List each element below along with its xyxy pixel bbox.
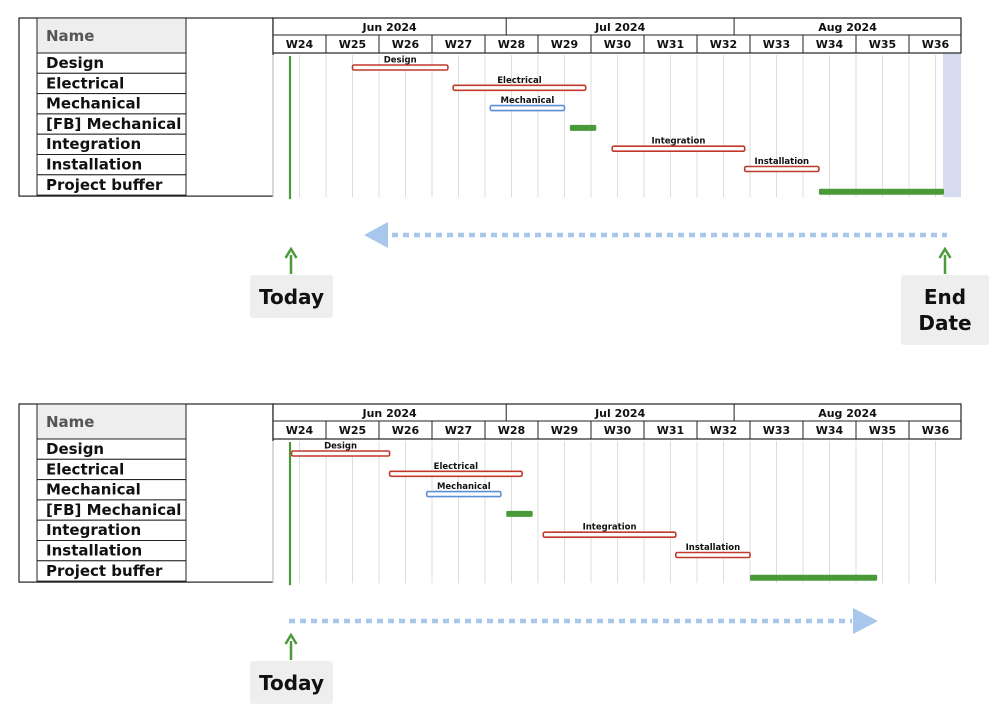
week-label: W27 (445, 424, 472, 437)
week-label: W34 (816, 424, 844, 437)
bar-label-5: Integration (583, 523, 637, 533)
bar-label-3: Mechanical (501, 96, 555, 106)
week-label: W25 (339, 424, 366, 437)
task-name-3: Mechanical (46, 481, 141, 499)
bar-label-5: Integration (651, 137, 705, 147)
task-bar (388, 470, 523, 478)
task-name-2: Electrical (46, 74, 124, 92)
name-column-header: Name (46, 27, 94, 45)
today-callout-box (250, 275, 333, 318)
week-label: W32 (710, 38, 737, 51)
month-label: Jun 2024 (361, 21, 417, 34)
end-date-callout-text: End (924, 285, 966, 309)
task-name-5: Integration (46, 521, 141, 539)
task-name-5: Integration (46, 135, 141, 153)
week-label: W30 (604, 38, 632, 51)
bar-label-1: Design (324, 442, 357, 452)
today-callout-text: Today (259, 671, 324, 695)
week-label: W36 (922, 424, 950, 437)
task-name-7: Project buffer (46, 562, 163, 580)
week-label: W33 (763, 424, 790, 437)
milestone-bar (569, 124, 597, 131)
week-label: W27 (445, 38, 472, 51)
task-name-1: Design (46, 440, 104, 458)
bar-label-2: Electrical (434, 462, 478, 472)
week-label: W31 (657, 424, 684, 437)
today-callout-text: Today (259, 285, 324, 309)
bar-label-2: Electrical (497, 76, 541, 86)
panel2-annotations: Today (250, 608, 878, 704)
end-date-callout-text: Date (918, 311, 971, 335)
task-bar (489, 104, 566, 112)
bar-label-3: Mechanical (437, 482, 491, 492)
buffer-shade (943, 53, 961, 198)
task-bar (611, 145, 746, 152)
task-name-1: Design (46, 54, 104, 72)
week-label: W34 (816, 38, 844, 51)
task-bar (674, 551, 751, 559)
week-label: W24 (286, 38, 314, 51)
task-name-6: Installation (46, 542, 142, 560)
week-label: W28 (498, 424, 525, 437)
arrow-left-icon (364, 222, 388, 248)
arrow-up-icon (938, 246, 952, 259)
week-label: W25 (339, 38, 366, 51)
month-label: Jun 2024 (361, 407, 417, 420)
task-bar (743, 165, 820, 173)
month-label: Jul 2024 (594, 407, 645, 420)
arrow-up-icon (284, 246, 298, 259)
end-date-callout-box (901, 275, 989, 345)
week-label: W24 (286, 424, 314, 437)
month-label: Aug 2024 (818, 407, 877, 420)
arrow-up-icon (284, 632, 298, 645)
month-label: Aug 2024 (818, 21, 877, 34)
name-column-header: Name (46, 413, 94, 431)
milestone-bar (506, 510, 533, 517)
task-bar (351, 64, 449, 71)
bar-label-6: Installation (755, 157, 810, 167)
week-label: W35 (869, 424, 896, 437)
task-name-3: Mechanical (46, 95, 141, 113)
week-label: W26 (392, 38, 420, 51)
name-header-cell (36, 403, 187, 440)
buffer-bar (818, 188, 944, 195)
task-name-4: [FB] Mechanical (46, 115, 181, 133)
task-name-7: Project buffer (46, 176, 163, 194)
week-label: W30 (604, 424, 632, 437)
bar-label-6: Installation (686, 543, 741, 553)
week-label: W26 (392, 424, 420, 437)
arrow-right-icon (853, 608, 878, 634)
week-label: W33 (763, 38, 790, 51)
task-bar (452, 84, 587, 92)
week-label: W31 (657, 38, 684, 51)
task-name-4: [FB] Mechanical (46, 501, 181, 519)
week-label: W35 (869, 38, 896, 51)
task-name-cell (36, 174, 187, 196)
week-label: W36 (922, 38, 950, 51)
week-label: W32 (710, 424, 737, 437)
name-header-cell (36, 17, 187, 54)
week-label: W28 (498, 38, 525, 51)
bar-label-1: Design (384, 56, 417, 66)
buffer-bar (750, 574, 878, 581)
week-label: W29 (551, 424, 578, 437)
task-bar (290, 450, 391, 457)
task-name-6: Installation (46, 156, 142, 174)
today-callout-box (250, 661, 333, 704)
task-name-2: Electrical (46, 460, 124, 478)
week-label: W29 (551, 38, 578, 51)
task-bar (425, 490, 502, 498)
task-bar (542, 531, 677, 539)
month-label: Jul 2024 (594, 21, 645, 34)
task-name-cell (36, 560, 187, 582)
